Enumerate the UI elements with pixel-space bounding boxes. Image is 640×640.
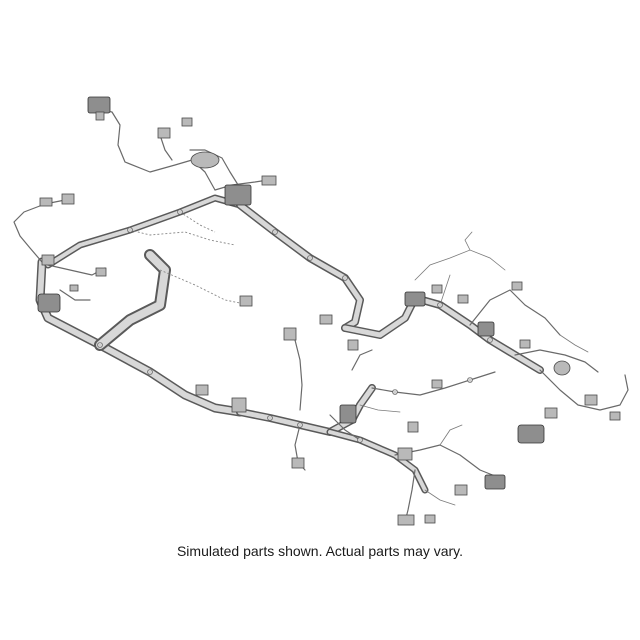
connector [511, 281, 523, 291]
connector [424, 514, 436, 524]
connector [95, 111, 105, 121]
connector [431, 379, 443, 389]
wiring-harness-diagram [13, 96, 629, 526]
horn [553, 360, 571, 376]
connector [69, 284, 79, 292]
body-control-module [37, 293, 61, 313]
connector [544, 407, 558, 419]
connector [431, 284, 443, 294]
harness-connectors [37, 96, 621, 526]
connector [291, 457, 305, 469]
connector [41, 254, 55, 266]
connector [195, 384, 209, 396]
harness-clips [97, 209, 493, 443]
junction-block [224, 184, 252, 206]
connector [61, 193, 75, 205]
connector [231, 397, 247, 413]
connector [454, 484, 468, 496]
main-harness-trunks [35, 194, 544, 494]
connector [339, 404, 357, 424]
connector [457, 294, 469, 304]
connector [283, 327, 297, 341]
steering-wheel-clockspring [190, 151, 220, 169]
connector [181, 117, 193, 127]
connector [239, 295, 253, 307]
disclaimer-caption: Simulated parts shown. Actual parts may … [176, 543, 464, 559]
connector [95, 267, 107, 277]
connector [347, 339, 359, 351]
connector [407, 421, 419, 433]
connector [519, 339, 531, 349]
connector [477, 321, 495, 337]
steering-column-connector [87, 96, 111, 114]
connector [404, 291, 426, 307]
connector [157, 127, 171, 139]
harness-branches [13, 109, 629, 523]
connector [397, 514, 415, 526]
connector [39, 197, 53, 207]
connector [484, 474, 506, 490]
connector [584, 394, 598, 406]
connector [397, 447, 413, 461]
headlamp-connector [517, 424, 545, 444]
connector [319, 314, 333, 325]
connector [261, 175, 277, 186]
connector [609, 411, 621, 421]
